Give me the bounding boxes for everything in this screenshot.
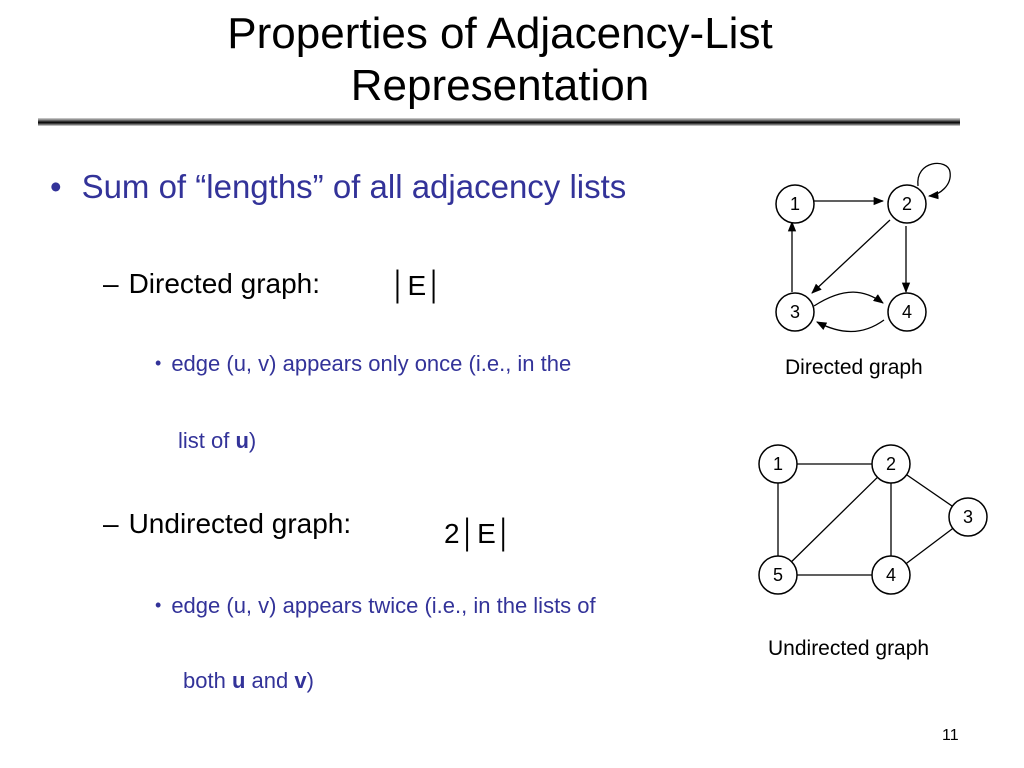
svg-text:1: 1 [773,454,783,474]
note-bold: u [231,668,246,693]
page-number: 11 [942,727,959,744]
edge-4-3 [816,319,885,333]
directed-node-3: 3 [775,292,815,332]
dash-mark: – [103,268,119,299]
note-text: ) [306,668,314,693]
note-edge: (u, v) [226,351,277,376]
svg-text:2: 2 [886,454,896,474]
edge-2-2-self-loop [917,162,951,200]
note-bullet: • [155,595,162,615]
slide-title: Properties of Adjacency-List Representat… [100,8,900,112]
note-edge: (u, v) [226,593,277,618]
directed-label: Directed graph: [128,268,321,299]
svg-text:3: 3 [963,507,973,527]
directed-node-2: 2 [887,184,927,224]
note-text: list of [178,428,236,453]
svg-text:3: 3 [790,302,800,322]
directed-note-line-2: list of u) [178,428,256,454]
directed-graph-caption: Directed graph [785,356,923,379]
undirected-node-2: 2 [871,444,911,484]
bullet-mark: • [50,168,62,205]
directed-item: –Directed graph: [103,268,320,300]
note-bullet: • [155,353,162,373]
edge-2-3 [811,219,891,294]
note-text: edge [171,351,227,376]
note-bold: v [294,668,307,693]
undirected-label: Undirected graph: [128,508,352,539]
undirected-graph-caption: Undirected graph [768,637,930,660]
note-text: ) [248,428,257,453]
undirected-node-3: 3 [948,497,988,537]
main-bullet-text: Sum of “lengths” of all adjacency lists [81,168,627,205]
svg-text:1: 1 [790,194,800,214]
directed-node-1: 1 [775,184,815,224]
title-divider [38,118,960,126]
dash-mark: – [103,508,119,539]
note-text: edge [171,593,227,618]
svg-text:4: 4 [902,302,912,322]
title-line-2: Representation [350,61,650,110]
svg-text:4: 4 [886,565,896,585]
directed-note-line-1: • edge (u, v) appears only once (i.e., in… [155,351,571,377]
undirected-node-1: 1 [758,444,798,484]
svg-text:2: 2 [902,194,912,214]
note-text: appears only once (i.e., in the [276,351,572,376]
undirected-node-4: 4 [871,555,911,595]
title-line-1: Properties of Adjacency-List [227,9,773,58]
undirected-note-line-1: • edge (u, v) appears twice (i.e., in the… [155,593,596,619]
undirected-node-5: 5 [758,555,798,595]
directed-node-4: 4 [887,292,927,332]
svg-text:5: 5 [773,565,783,585]
note-bold: u [235,428,249,453]
note-text: both [183,668,232,693]
undirected-formula: 2│E│ [444,518,514,549]
uedge-2-5 [777,463,892,576]
note-text: and [245,668,295,693]
directed-formula: │E│ [390,270,444,301]
note-text: appears twice (i.e., in the lists of [276,593,596,618]
main-bullet: • Sum of “lengths” of all adjacency lists [50,168,626,206]
edge-3-4 [813,291,884,307]
undirected-note-line-2: both u and v) [183,668,314,694]
undirected-item: –Undirected graph: [103,508,351,540]
